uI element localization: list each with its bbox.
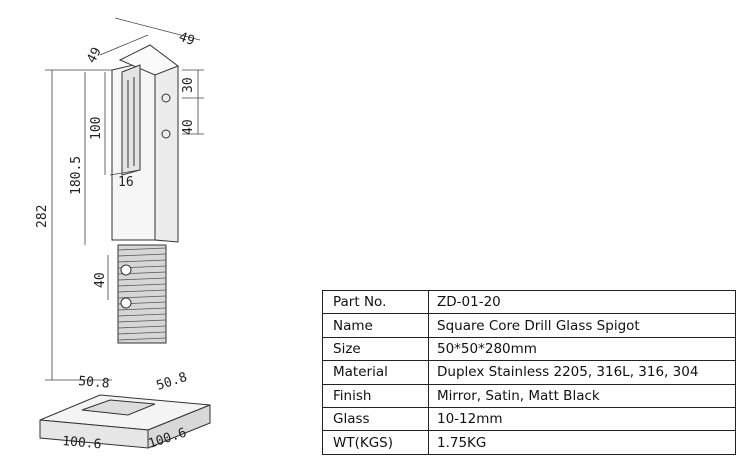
set-screw-hole-lower xyxy=(161,129,171,139)
set-screw-hole-upper xyxy=(161,93,171,103)
thread-hole-upper xyxy=(120,264,132,276)
table-row: WT(KGS) 1.75KG xyxy=(322,430,736,455)
spec-label: Material xyxy=(322,360,429,385)
dim-base-bottom-a: 100.6 xyxy=(62,434,102,452)
table-row: Size 50*50*280mm xyxy=(322,336,736,362)
spigot-top-face xyxy=(118,44,180,76)
dim-hole-spacing-2: 40 xyxy=(181,119,196,135)
dim-core-length: 180.5 xyxy=(69,156,84,195)
base-plate-side xyxy=(147,404,211,449)
spec-table: Part No. ZD-01-20 Name Square Core Drill… xyxy=(322,289,736,455)
dim-top-width-a: 49 xyxy=(84,45,105,66)
dim-lower-hole-spacing: 40 xyxy=(93,272,108,288)
dim-slot-width: 16 xyxy=(118,175,134,190)
table-row: Finish Mirror, Satin, Matt Black xyxy=(322,383,736,408)
table-row: Material Duplex Stainless 2205, 316L, 31… xyxy=(322,360,736,385)
threaded-section xyxy=(117,244,167,344)
spec-label: Name xyxy=(322,313,429,338)
dim-base-top-b: 50.8 xyxy=(155,370,189,394)
dimension-lines xyxy=(45,17,204,381)
spec-value: Square Core Drill Glass Spigot xyxy=(428,313,736,338)
dim-top-width-b: 49 xyxy=(177,30,197,49)
spec-label: WT(KGS) xyxy=(322,430,429,455)
table-row: Glass 10-12mm xyxy=(322,406,736,432)
glass-slot xyxy=(121,64,141,176)
spec-label: Finish xyxy=(322,383,429,408)
base-plate-recess xyxy=(81,399,156,416)
spec-label: Glass xyxy=(322,406,429,432)
spec-label: Size xyxy=(322,336,429,362)
table-row: Part No. ZD-01-20 xyxy=(322,289,736,315)
dim-base-top-a: 50.8 xyxy=(78,374,111,392)
dim-slot-depth: 100 xyxy=(89,117,104,140)
spigot-body-side xyxy=(154,59,179,243)
spec-value: 1.75KG xyxy=(428,430,736,455)
dim-total-height: 282 xyxy=(35,205,50,228)
spec-label: Part No. xyxy=(322,289,429,315)
thread-hole-lower xyxy=(120,297,132,309)
spec-value: 50*50*280mm xyxy=(428,336,736,362)
spec-value: Mirror, Satin, Matt Black xyxy=(428,383,736,408)
dim-hole-spacing-1: 30 xyxy=(181,77,196,93)
spigot-technical-drawing: 49 49 30 40 100 180.5 282 16 40 50.8 50.… xyxy=(35,17,211,452)
spec-value: 10-12mm xyxy=(428,406,736,432)
table-row: Name Square Core Drill Glass Spigot xyxy=(322,313,736,338)
spec-value: Duplex Stainless 2205, 316L, 316, 304 xyxy=(428,360,736,385)
thread-lines xyxy=(117,247,167,341)
spec-value: ZD-01-20 xyxy=(428,289,736,315)
